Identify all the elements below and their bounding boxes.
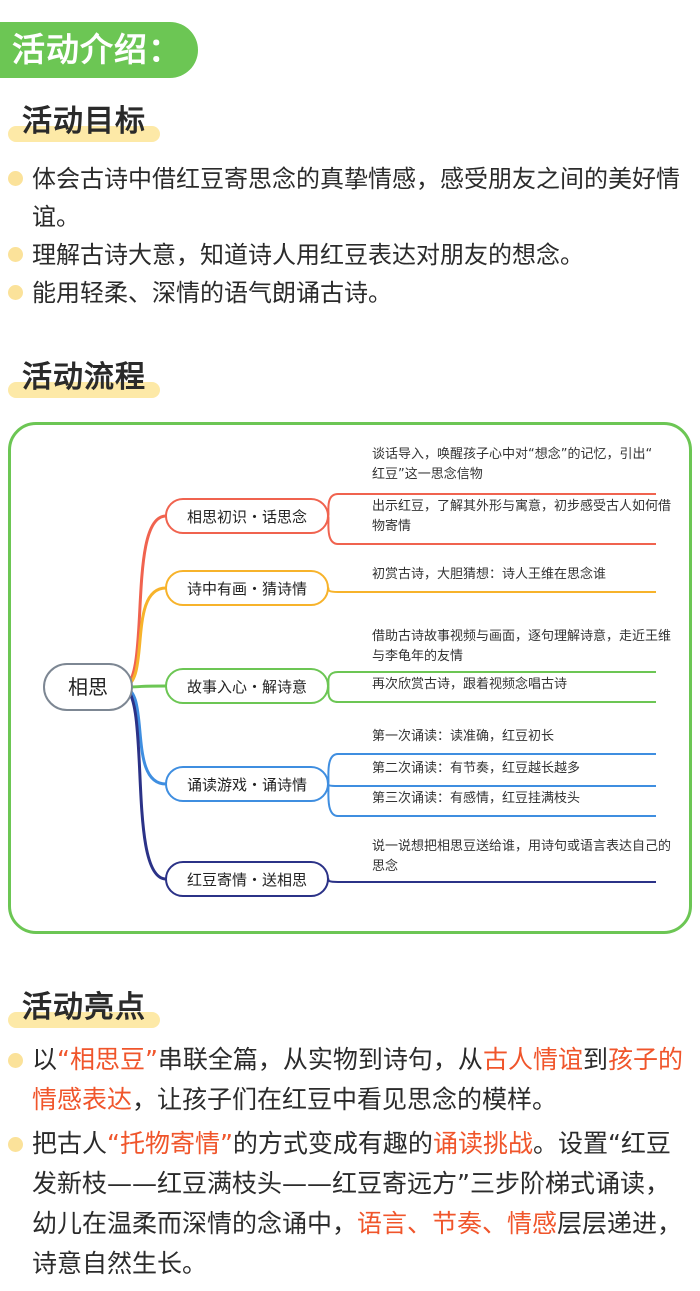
highlight-text: 的方式变成有趣的	[232, 1129, 433, 1158]
intro-heading: 活动介绍：	[0, 22, 198, 78]
highlights-list: 以“相思豆”串联全篇，从实物到诗句，从古人情谊到孩子的情感表达，让孩子们在红豆中…	[6, 1040, 692, 1288]
highlight-text: 到	[582, 1045, 608, 1074]
branch-note: 说一说想把相思豆送给谁，用诗句或语言表达自己的思念	[372, 838, 671, 874]
highlight-item: 以“相思豆”串联全篇，从实物到诗句，从古人情谊到孩子的情感表达，让孩子们在红豆中…	[6, 1040, 692, 1120]
note-connector	[327, 783, 339, 787]
bullet-dot-icon	[8, 285, 23, 300]
highlight-emphasis: 语言、节奏、情感	[357, 1209, 558, 1238]
branch-connector	[121, 514, 167, 689]
bullet-dot-icon	[8, 1053, 23, 1068]
bullet-dot-icon	[8, 1137, 23, 1152]
highlight-text: ，让孩子们在红豆中看见思念的模样。	[132, 1085, 558, 1114]
highlight-emphasis: 诵读挑战	[432, 1129, 533, 1158]
goal-text: 理解古诗大意，知道诗人用红豆表达对朋友的想念。	[32, 241, 584, 269]
branch-note: 初赏古诗，大胆猜想：诗人王维在思念谁	[372, 566, 606, 582]
branch-label: 相思初识・话思念	[187, 508, 307, 526]
heading-highlight	[8, 1012, 160, 1028]
highlight-text: 把古人	[32, 1129, 108, 1158]
heading-highlight	[8, 126, 160, 142]
goals-list: 体会古诗中借红豆寄思念的真挚情感，感受朋友之间的美好情谊。 理解古诗大意，知道诗…	[6, 160, 692, 312]
branch-note: 第三次诵读：有感情，红豆挂满枝头	[372, 790, 580, 806]
branch-label: 诗中有画・猜诗情	[187, 580, 307, 598]
flow-heading: 活动流程	[8, 356, 160, 400]
note-connector	[327, 878, 339, 883]
goal-text: 能用轻柔、深情的语气朗诵古诗。	[32, 279, 392, 307]
bullet-dot-icon	[8, 247, 23, 262]
highlight-text: 层层递进，诗意自然生长。	[32, 1209, 683, 1278]
goal-item: 能用轻柔、深情的语气朗诵古诗。	[6, 274, 692, 312]
branch-note: 借助古诗故事视频与画面，逐句理解诗意，走近王维与李龟年的友情	[372, 628, 671, 664]
note-connector	[327, 493, 339, 517]
highlights-title: 活动亮点	[22, 990, 146, 1025]
note-connector	[327, 685, 339, 703]
highlight-item: 把古人“托物寄情”的方式变成有趣的诵读挑战。设置“红豆发新枝——红豆满枝头——红…	[6, 1124, 692, 1284]
bullet-dot-icon	[8, 171, 23, 186]
branch-label: 诵读游戏・诵诗情	[187, 776, 307, 794]
highlight-text: 。设置“红豆发新枝——红豆满枝头——红豆寄远方”三步阶梯式诵读，幼儿在温柔而深情…	[32, 1129, 671, 1238]
goal-item: 理解古诗大意，知道诗人用红豆表达对朋友的想念。	[6, 236, 692, 274]
goals-heading: 活动目标	[8, 100, 160, 144]
note-connector	[327, 783, 339, 817]
branch-connector	[121, 586, 167, 689]
branch-note: 第二次诵读：有节奏，红豆越长越多	[372, 760, 580, 776]
highlight-text: 以	[32, 1045, 58, 1074]
goal-item: 体会古诗中借红豆寄思念的真挚情感，感受朋友之间的美好情谊。	[6, 160, 692, 236]
root-label: 相思	[68, 675, 108, 699]
branch-note: 再次欣赏古诗，跟着视频念唱古诗	[372, 676, 567, 692]
root-node	[43, 663, 133, 711]
branch-note: 出示红豆，了解其外形与寓意，初步感受古人如何借物寄情	[372, 498, 671, 534]
highlight-emphasis: 孩子的情感表达	[32, 1045, 683, 1114]
branch-label: 红豆寄情・送相思	[187, 871, 307, 889]
note-connector	[327, 753, 339, 785]
note-connector	[327, 515, 339, 545]
mindmap: 相思初识・话思念 谈话导入，唤醒孩子心中对“想念”的记忆，引出“红豆”这一思念信物…	[43, 446, 671, 897]
branch-label: 故事入心・解诗意	[187, 678, 307, 696]
heading-highlight	[8, 382, 160, 398]
flow-title: 活动流程	[22, 360, 146, 395]
mindmap-frame	[8, 422, 692, 934]
goal-text: 体会古诗中借红豆寄思念的真挚情感，感受朋友之间的美好情谊。	[32, 165, 680, 231]
branch-connector	[121, 685, 167, 786]
highlight-text: 串联全篇，从实物到诗句，从	[157, 1045, 483, 1074]
note-connector	[327, 671, 339, 687]
highlight-emphasis: “托物寄情”	[107, 1129, 233, 1158]
highlight-emphasis: 古人情谊	[482, 1045, 583, 1074]
highlights-heading: 活动亮点	[8, 986, 160, 1030]
branch-note: 谈话导入，唤醒孩子心中对“想念”的记忆，引出“红豆”这一思念信物	[372, 446, 652, 482]
goals-title: 活动目标	[22, 104, 146, 139]
note-connector	[327, 587, 339, 593]
highlight-emphasis: “相思豆”	[57, 1045, 158, 1074]
branch-note: 第一次诵读：读准确，红豆初长	[372, 728, 554, 744]
